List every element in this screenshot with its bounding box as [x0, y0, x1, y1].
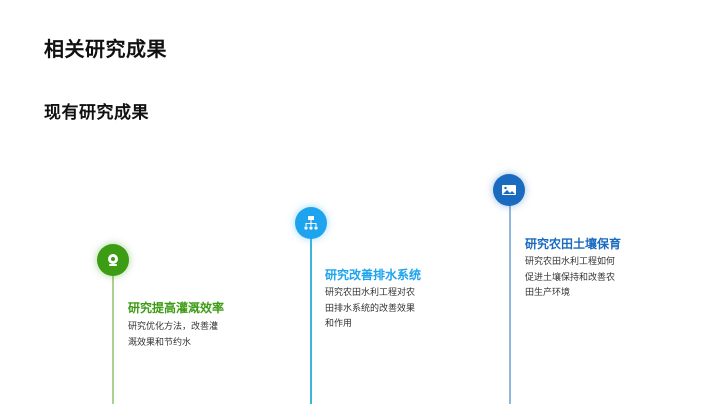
timeline-title-3: 研究农田土壤保育 [525, 237, 622, 251]
timeline-node-1 [97, 244, 129, 276]
page-title: 相关研究成果 [44, 37, 167, 61]
image-icon [502, 185, 516, 195]
timeline-desc-2: 研究农田水利工程对农田排水系统的改善效果和作用 [325, 288, 416, 329]
timeline-desc-1: 研究优化方法，改善灌溉效果和节约水 [128, 322, 219, 348]
timeline-line-1 [112, 270, 114, 404]
timeline-node-2 [295, 207, 327, 239]
timeline-title-1: 研究提高灌溉效率 [128, 301, 225, 315]
section-subtitle: 现有研究成果 [44, 103, 149, 123]
timeline-title-2: 研究改善排水系统 [325, 268, 422, 282]
timeline-desc-3: 研究农田水利工程如何促进土壤保持和改善农田生产环境 [525, 257, 616, 298]
timeline-line-3 [509, 200, 511, 404]
timeline-node-3 [493, 174, 525, 206]
webcam-icon [108, 254, 118, 266]
timeline-line-2 [310, 234, 312, 404]
sitemap-icon [304, 216, 318, 230]
